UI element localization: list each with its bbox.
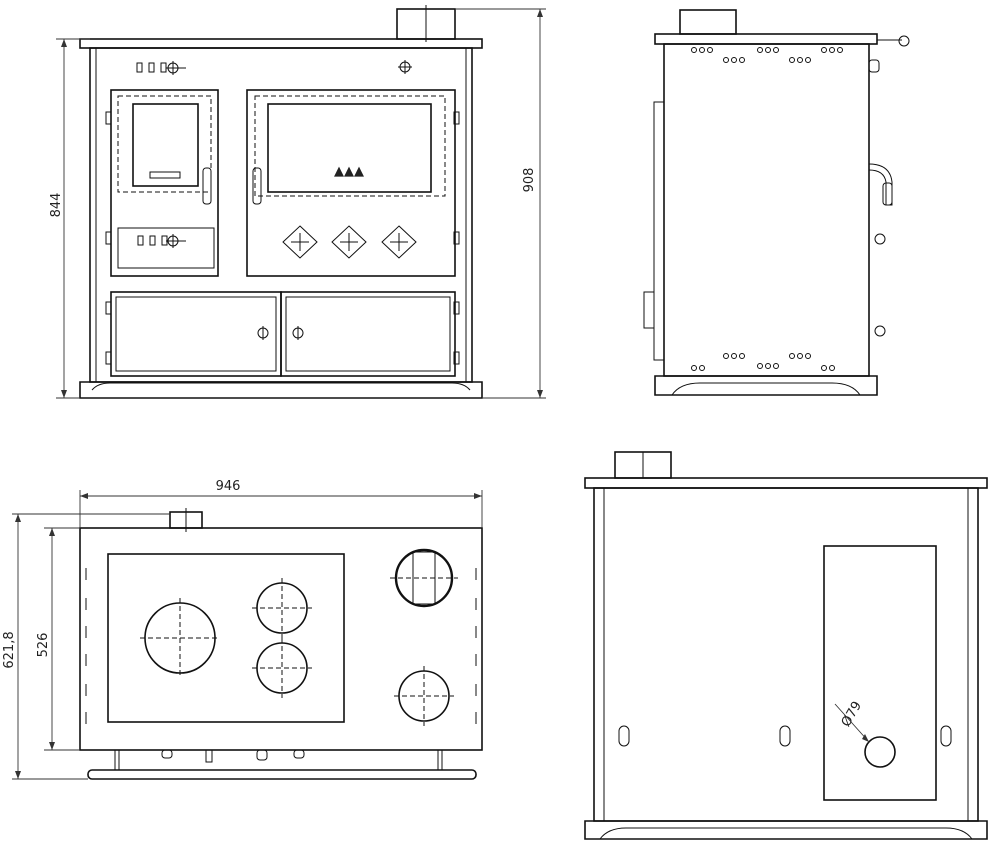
top-plate-outline: [79, 527, 483, 751]
rear-body: [593, 487, 979, 822]
rear-base: [584, 820, 988, 840]
oven-door: ▲▲▲: [246, 89, 460, 277]
storage-doors: [105, 291, 460, 377]
dimension-844: [56, 38, 90, 399]
dimension-621-8: [12, 513, 170, 780]
flue-outlet: [394, 548, 454, 608]
cooking-plate: [107, 553, 345, 723]
rear-flue-hole: [864, 736, 896, 768]
front-towel-rail: [87, 749, 477, 780]
hob-rings: [140, 548, 458, 726]
side-view: [643, 9, 910, 396]
front-view: ▲▲▲ 8: [49, 5, 546, 399]
side-top-plate: [654, 33, 878, 45]
rear-view: Ø79: [584, 451, 988, 840]
side-flue: [679, 9, 737, 35]
label-844: 844: [49, 193, 64, 218]
top-view: 946 621,8 526: [2, 479, 483, 780]
top-side-slots: [85, 568, 477, 724]
firebox-air-controls: [136, 60, 412, 75]
dimension-908: [455, 8, 546, 399]
label-526: 526: [36, 633, 51, 658]
label-946: 946: [216, 479, 241, 494]
label-flue-diameter: Ø79: [839, 699, 865, 730]
rear-access-panel: [823, 545, 937, 801]
side-vent-holes: [691, 47, 843, 371]
firebox-door: [105, 89, 219, 277]
top-plate: [79, 38, 483, 49]
dimension-526: [44, 527, 80, 751]
label-621-8: 621,8: [2, 631, 17, 668]
dimension-946: [79, 490, 483, 528]
svg-text:▲▲▲: ▲▲▲: [334, 164, 364, 179]
side-base: [654, 375, 878, 396]
label-908: 908: [522, 168, 537, 193]
stove-base: [79, 381, 483, 399]
side-body: [663, 43, 870, 377]
rear-top-plate: [584, 477, 988, 489]
